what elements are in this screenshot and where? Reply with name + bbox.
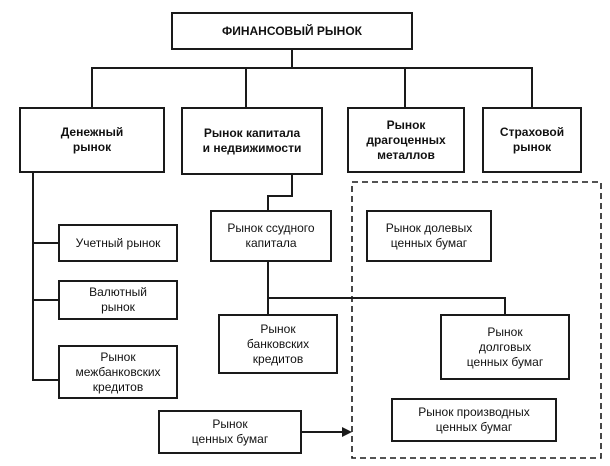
capital-market-label: Рынок капитала и недвижимости (202, 126, 302, 155)
precious-metals-box: Рынок драгоценных металлов (347, 107, 465, 173)
insurance-market-label: Страховой рынок (499, 125, 565, 154)
securities-market-label: Рынок ценных бумаг (191, 417, 269, 446)
connector-debt (268, 297, 506, 314)
debt-securities-label: Рынок долговых ценных бумаг (466, 324, 544, 369)
insurance-market-box: Страховой рынок (482, 107, 582, 173)
connector-money-spine (32, 173, 58, 381)
bank-loans-box: Рынок банковских кредитов (218, 314, 338, 374)
root-label: ФИНАНСОВЫЙ РЫНОК (221, 23, 362, 38)
capital-market-box: Рынок капитала и недвижимости (181, 107, 323, 175)
bank-loans-label: Рынок банковских кредитов (246, 321, 310, 366)
money-market-label: Денежный рынок (60, 125, 124, 154)
derivative-securities-label: Рынок производных ценных бумаг (418, 405, 530, 434)
root-box: ФИНАНСОВЫЙ РЫНОК (171, 12, 413, 50)
equity-securities-box: Рынок долевых ценных бумаг (366, 210, 492, 262)
connector-top-bus (91, 67, 533, 107)
precious-metals-label: Рынок драгоценных металлов (366, 117, 446, 162)
securities-market-box: Рынок ценных бумаг (158, 410, 302, 454)
currency-market-label: Валютный рынок (89, 285, 147, 314)
securities-group-frame (351, 181, 602, 459)
equity-securities-label: Рынок долевых ценных бумаг (385, 221, 473, 250)
currency-market-box: Валютный рынок (58, 280, 178, 320)
interbank-credit-label: Рынок межбанковских кредитов (75, 349, 161, 394)
discount-market-label: Учетный рынок (75, 235, 161, 250)
interbank-credit-box: Рынок межбанковских кредитов (58, 345, 178, 399)
debt-securities-box: Рынок долговых ценных бумаг (440, 314, 570, 380)
arrowhead (342, 427, 352, 437)
loan-capital-label: Рынок ссудного капитала (227, 221, 315, 250)
connector-loan-capital (267, 175, 293, 210)
money-market-box: Денежный рынок (19, 107, 165, 173)
discount-market-box: Учетный рынок (58, 224, 178, 262)
loan-capital-box: Рынок ссудного капитала (210, 210, 332, 262)
derivative-securities-box: Рынок производных ценных бумаг (391, 398, 557, 442)
